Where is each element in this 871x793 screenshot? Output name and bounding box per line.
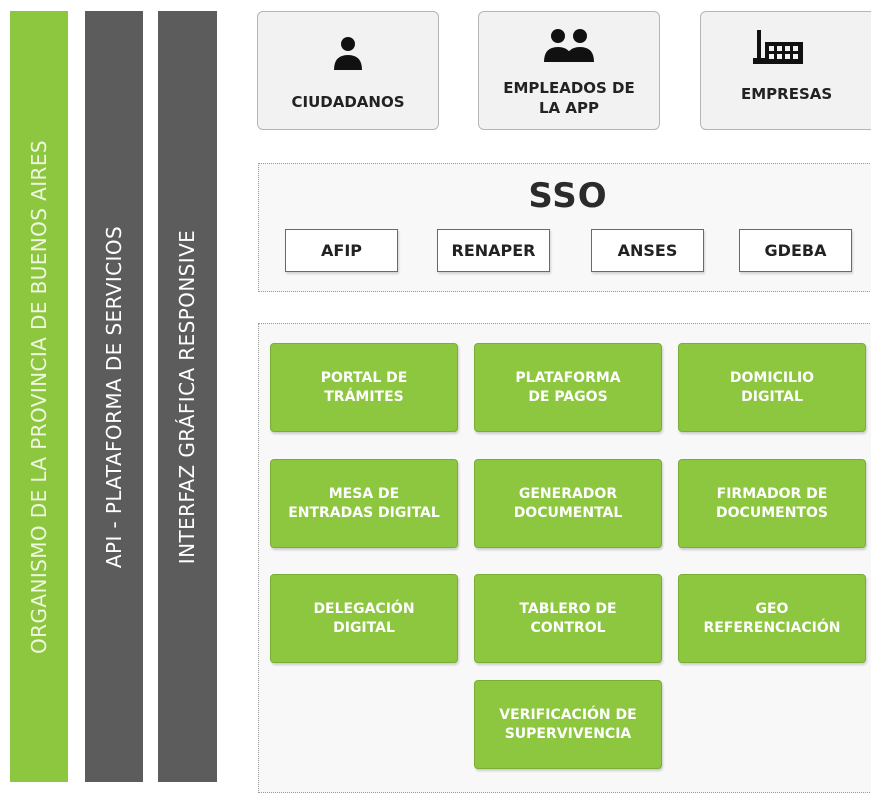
service-mesa-entradas[interactable]: MESA DE ENTRADAS DIGITAL: [270, 459, 458, 548]
card-empleados-label: EMPLEADOS DE LA APP: [503, 79, 635, 117]
bar-interfaz-label: INTERFAZ GRÁFICA RESPONSIVE: [175, 229, 200, 564]
factory-icon: [753, 28, 871, 68]
card-empresas-label: EMPRESAS: [741, 85, 833, 103]
card-ciudadanos: CIUDADANOS: [257, 11, 439, 130]
bar-organismo-label: ORGANISMO DE LA PROVINCIA DE BUENOS AIRE…: [27, 139, 52, 654]
card-empleados: EMPLEADOS DE LA APP: [478, 11, 660, 130]
service-label: TABLERO DE CONTROL: [519, 600, 617, 636]
service-label: MESA DE ENTRADAS DIGITAL: [288, 485, 440, 521]
service-label: FIRMADOR DE DOCUMENTOS: [716, 485, 828, 521]
service-tablero-control[interactable]: TABLERO DE CONTROL: [474, 574, 662, 663]
sso-afip[interactable]: AFIP: [285, 229, 398, 272]
sso-anses[interactable]: ANSES: [591, 229, 704, 272]
bar-api-label: API - PLATAFORMA DE SERVICIOS: [102, 225, 127, 568]
service-firmador-documentos[interactable]: FIRMADOR DE DOCUMENTOS: [678, 459, 866, 548]
service-generador-documental[interactable]: GENERADOR DOCUMENTAL: [474, 459, 662, 548]
service-georeferenciacion[interactable]: GEO REFERENCIACIÓN: [678, 574, 866, 663]
service-label: GEO REFERENCIACIÓN: [703, 600, 841, 636]
service-plataforma-pagos[interactable]: PLATAFORMA DE PAGOS: [474, 343, 662, 432]
service-label: PLATAFORMA DE PAGOS: [515, 369, 621, 405]
service-label: DELEGACIÓN DIGITAL: [313, 600, 415, 636]
people-icon: [479, 26, 659, 66]
card-empresas: EMPRESAS: [700, 11, 871, 130]
sso-gdeba[interactable]: GDEBA: [739, 229, 852, 272]
bar-interfaz: INTERFAZ GRÁFICA RESPONSIVE: [158, 11, 217, 782]
card-ciudadanos-label: CIUDADANOS: [291, 93, 405, 111]
sso-title: SSO: [528, 176, 608, 216]
service-label: DOMICILIO DIGITAL: [729, 369, 815, 405]
service-verificacion-supervivencia[interactable]: VERIFICACIÓN DE SUPERVIVENCIA: [474, 680, 662, 769]
sso-renaper[interactable]: RENAPER: [437, 229, 550, 272]
service-domicilio-digital[interactable]: DOMICILIO DIGITAL: [678, 343, 866, 432]
service-delegacion-digital[interactable]: DELEGACIÓN DIGITAL: [270, 574, 458, 663]
person-icon: [258, 34, 438, 74]
bar-api: API - PLATAFORMA DE SERVICIOS: [85, 11, 143, 782]
service-label: PORTAL DE TRÁMITES: [320, 369, 408, 405]
service-portal-tramites[interactable]: PORTAL DE TRÁMITES: [270, 343, 458, 432]
service-label: VERIFICACIÓN DE SUPERVIVENCIA: [499, 706, 637, 742]
bar-organismo: ORGANISMO DE LA PROVINCIA DE BUENOS AIRE…: [10, 11, 68, 782]
service-label: GENERADOR DOCUMENTAL: [513, 485, 623, 521]
